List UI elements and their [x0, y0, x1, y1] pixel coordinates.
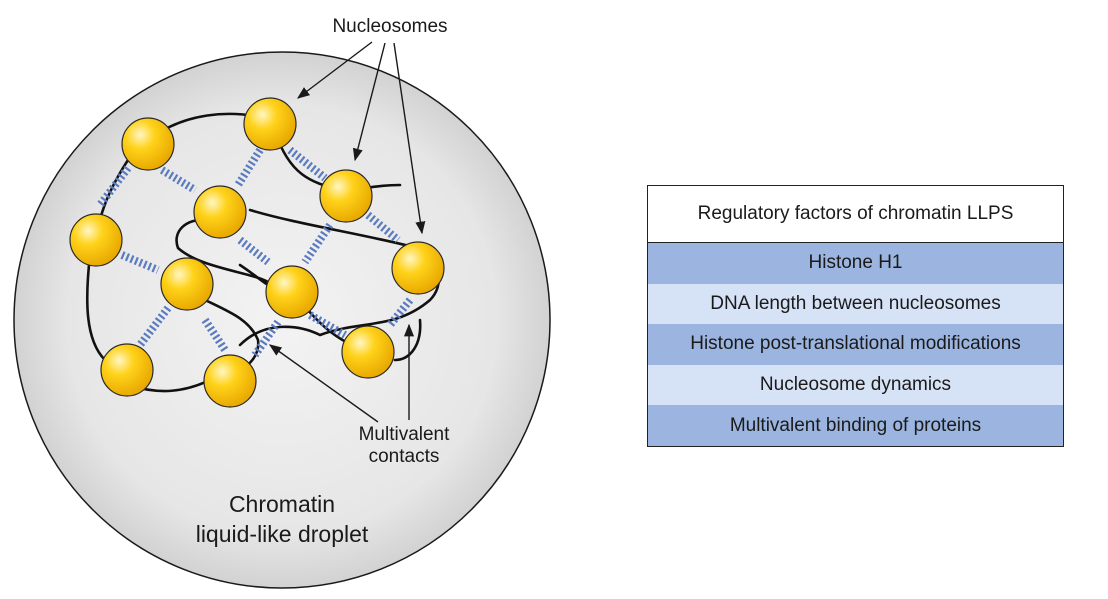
nucleosome — [319, 169, 373, 223]
nucleosome — [341, 325, 395, 379]
multivalent-label-line1: Multivalent — [359, 424, 451, 445]
multivalent-contacts — [96, 146, 414, 358]
multivalent-arrows — [268, 323, 415, 423]
nucleosome — [243, 97, 297, 151]
nucleosome — [203, 354, 257, 408]
droplet-label-line2: liquid-like droplet — [196, 521, 369, 547]
nucleosomes — [69, 97, 445, 408]
nucleosome — [69, 213, 123, 267]
nucleosome — [265, 265, 319, 319]
multivalent-label-line2: contacts — [369, 446, 440, 467]
table-header: Regulatory factors of chromatin LLPS — [648, 186, 1063, 243]
nucleosome — [100, 343, 154, 397]
regulatory-factors-table: Regulatory factors of chromatin LLPS His… — [647, 185, 1064, 447]
nucleosomes-label: Nucleosomes — [332, 16, 447, 37]
nucleosome — [193, 185, 247, 239]
table-row: Histone H1 — [648, 243, 1063, 284]
table-row: Nucleosome dynamics — [648, 364, 1063, 406]
nucleosomes-arrows — [296, 41, 426, 235]
nucleosome — [160, 257, 214, 311]
droplet — [13, 51, 551, 589]
droplet-label-line1: Chromatin — [229, 491, 335, 517]
nucleosome — [121, 117, 175, 171]
table-row: Histone post-translational modifications — [648, 324, 1063, 365]
table-row: Multivalent binding of proteins — [648, 405, 1063, 446]
nucleosome — [391, 241, 445, 295]
table-row: DNA length between nucleosomes — [648, 283, 1063, 325]
